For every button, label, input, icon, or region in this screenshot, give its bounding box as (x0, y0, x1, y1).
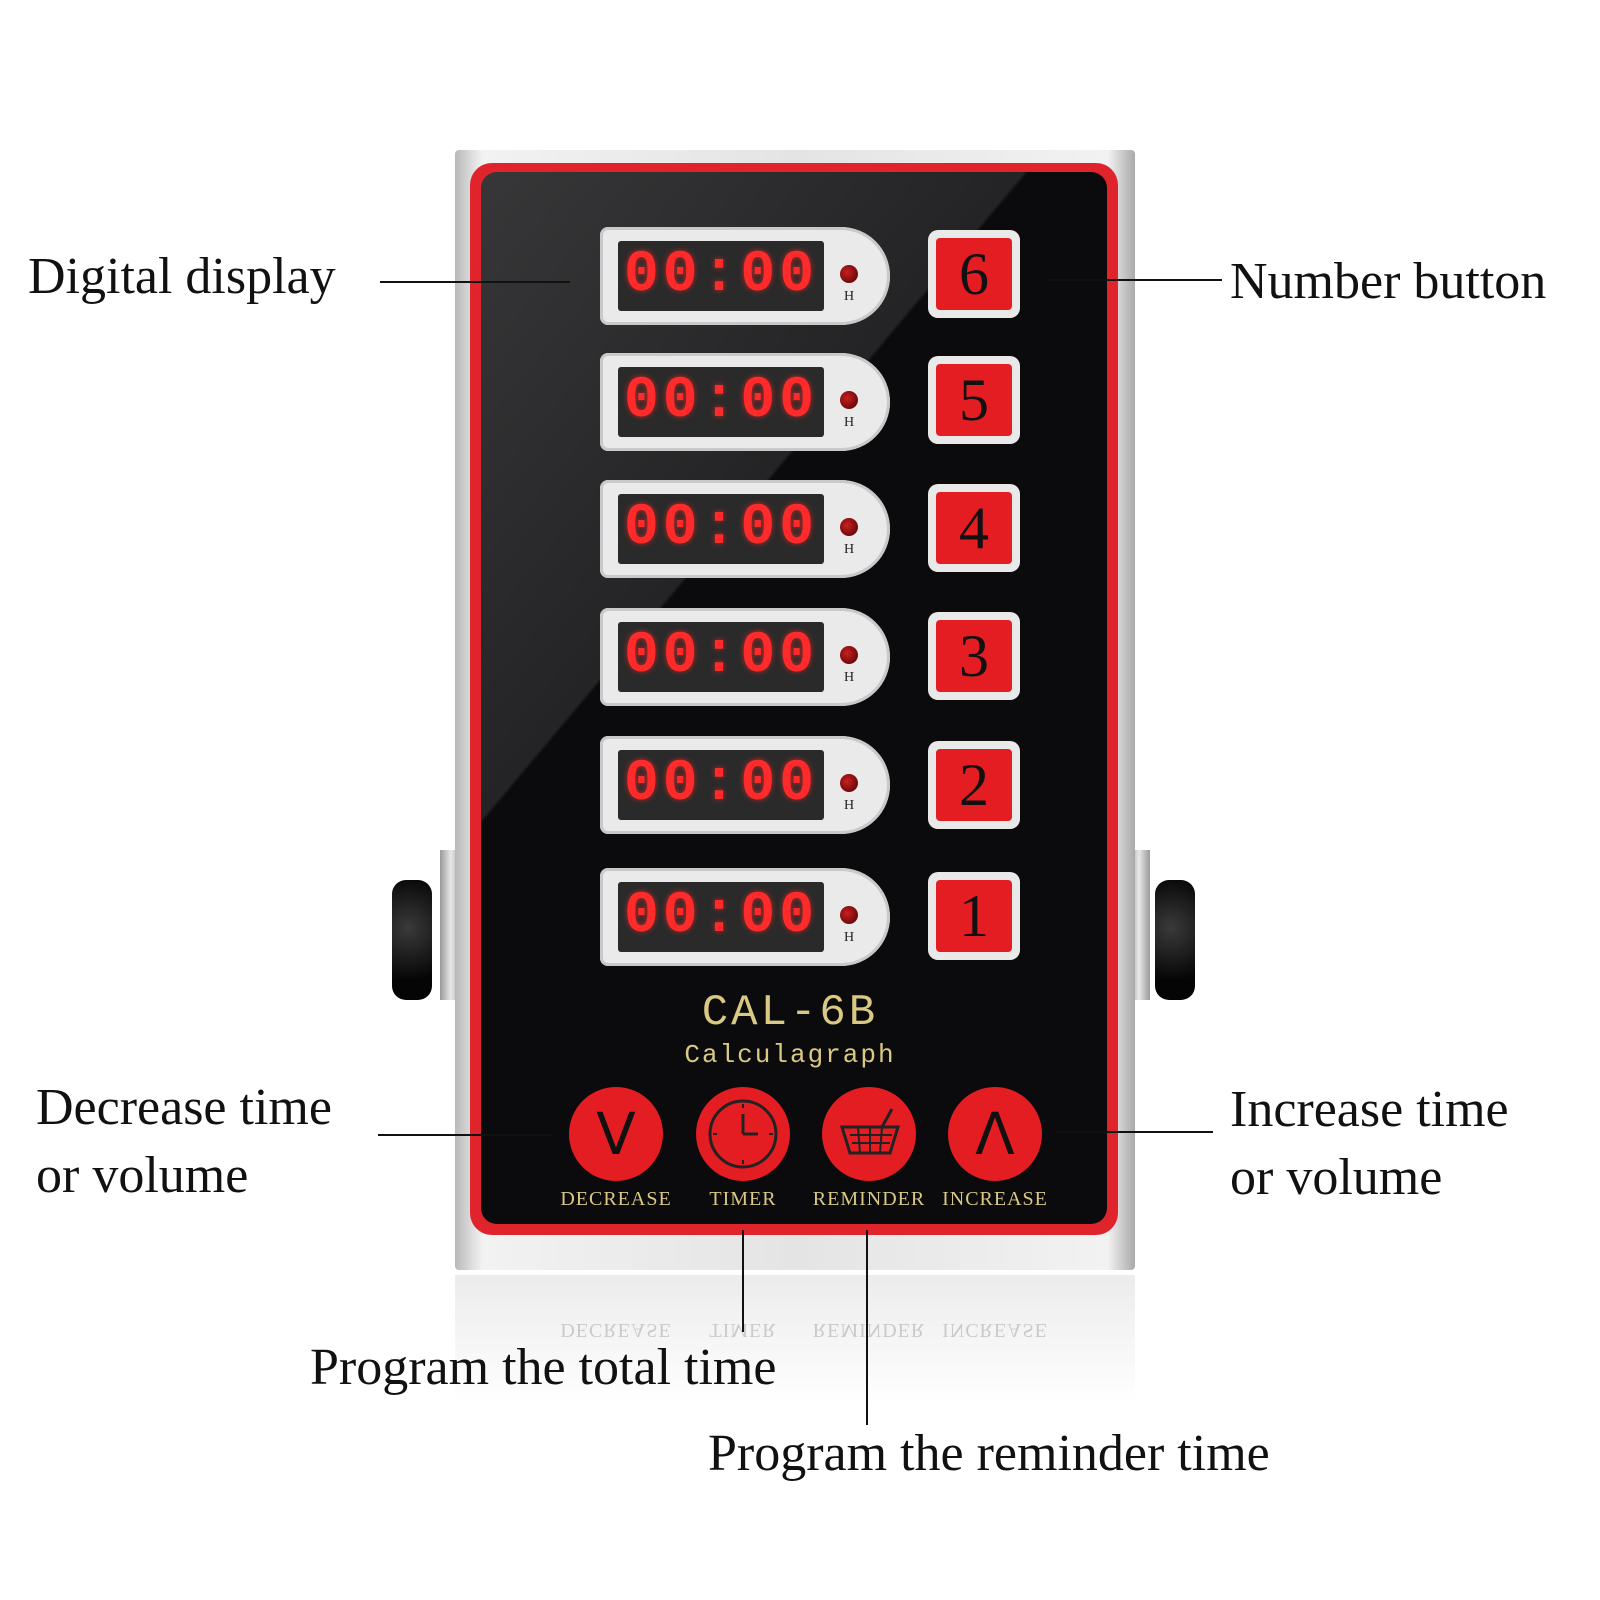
increase-button[interactable]: Λ (948, 1087, 1042, 1181)
increase-label: INCREASE (942, 1188, 1048, 1210)
reminder-leader (866, 1230, 868, 1425)
number-button-4[interactable]: 4 (928, 484, 1020, 572)
decrease-annotation-line2: or volume (36, 1147, 249, 1204)
lcd-readout: 00:00 (618, 622, 824, 692)
chevron-down-icon: V (596, 1100, 636, 1168)
decrease-annotation-line1: Decrease time (36, 1079, 332, 1136)
lcd-readout: 00:00 (618, 750, 824, 820)
right-knob[interactable] (1155, 880, 1195, 1000)
number-button-5[interactable]: 5 (928, 356, 1020, 444)
timer-display-1: 00:00 H (600, 868, 890, 966)
timer-display-2: 00:00 H (600, 736, 890, 834)
timer-display-6: 00:00 H (600, 227, 890, 325)
number-button-annotation: Number button (1230, 253, 1547, 310)
hour-mark: H (844, 798, 855, 813)
indicator-led (840, 646, 858, 664)
timer-display-3: 00:00 H (600, 608, 890, 706)
decrease-label: DECREASE (560, 1188, 672, 1210)
increase-annotation-line1: Increase time (1230, 1081, 1509, 1138)
number-button-label: 3 (936, 620, 1012, 692)
program-reminder-annotation: Program the reminder time (708, 1425, 1270, 1482)
lcd-readout: 00:00 (618, 241, 824, 311)
digital-display-annotation: Digital display (28, 248, 336, 305)
lcd-readout: 00:00 (618, 367, 824, 437)
model-subtitle: Calculagraph (684, 1040, 896, 1070)
increase-annotation-line2: or volume (1230, 1149, 1443, 1206)
reminder-button[interactable] (822, 1087, 916, 1181)
clock-icon (708, 1099, 778, 1169)
hour-mark: H (844, 670, 855, 685)
number-button-label: 5 (936, 364, 1012, 436)
hour-mark: H (844, 289, 855, 304)
decrease-leader (378, 1134, 553, 1136)
lcd-readout: 00:00 (618, 494, 824, 564)
lcd-readout: 00:00 (618, 882, 824, 952)
timer-button[interactable] (696, 1087, 790, 1181)
timer-display-4: 00:00 H (600, 480, 890, 578)
indicator-led (840, 391, 858, 409)
number-button-leader (1050, 279, 1222, 281)
left-knob[interactable] (392, 880, 432, 1000)
reminder-label: REMINDER (812, 1188, 926, 1210)
number-button-1[interactable]: 1 (928, 872, 1020, 960)
basket-icon (839, 1108, 901, 1155)
number-button-3[interactable]: 3 (928, 612, 1020, 700)
number-button-label: 6 (936, 238, 1012, 310)
timer-leader (742, 1230, 744, 1332)
indicator-led (840, 774, 858, 792)
number-button-label: 4 (936, 492, 1012, 564)
indicator-led (840, 906, 858, 924)
reflected-increase-label: INCREASE (942, 1319, 1048, 1341)
digital-display-leader (380, 281, 570, 283)
chevron-up-icon: Λ (975, 1100, 1015, 1168)
number-button-6[interactable]: 6 (928, 230, 1020, 318)
number-button-2[interactable]: 2 (928, 741, 1020, 829)
hour-mark: H (844, 542, 855, 557)
model-name: CAL-6B (701, 988, 879, 1038)
number-button-label: 1 (936, 880, 1012, 952)
surface-reflection (455, 1275, 1135, 1405)
reflected-reminder-label: REMINDER (812, 1319, 926, 1341)
indicator-led (840, 518, 858, 536)
increase-leader (1055, 1131, 1213, 1133)
hour-mark: H (844, 930, 855, 945)
hour-mark: H (844, 415, 855, 430)
number-button-label: 2 (936, 749, 1012, 821)
timer-label: TIMER (709, 1188, 777, 1210)
indicator-led (840, 265, 858, 283)
timer-display-5: 00:00 H (600, 353, 890, 451)
decrease-button[interactable]: V (569, 1087, 663, 1181)
program-total-annotation: Program the total time (310, 1339, 777, 1396)
